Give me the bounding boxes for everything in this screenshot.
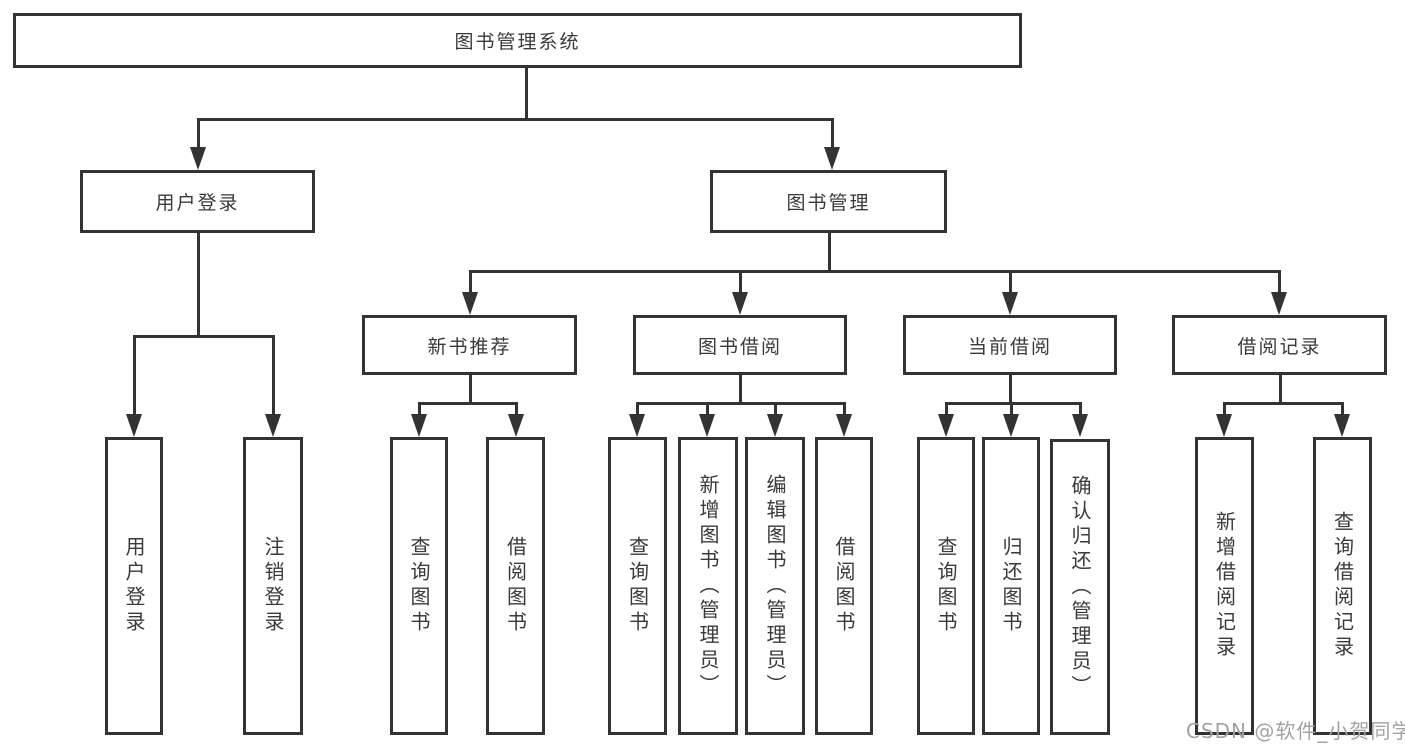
- leaf-return-books: 归还图书: [982, 437, 1040, 735]
- connector-root-stem: [525, 68, 528, 121]
- connector-drop-borrow-records: [1278, 270, 1281, 295]
- node-book-mgmt: 图书管理: [710, 170, 947, 233]
- arrow-down-icon: [824, 147, 840, 170]
- connector-drop-leaf: [1341, 402, 1344, 416]
- arrow-down-icon: [126, 414, 142, 437]
- connector-drop-book-mgmt: [831, 118, 834, 149]
- connector-level3-splitter: [469, 270, 1281, 273]
- arrow-down-icon: [1072, 414, 1088, 437]
- node-root-system: 图书管理系统: [13, 13, 1022, 68]
- connector-drop-user-login: [197, 118, 200, 149]
- arrow-down-icon: [1334, 414, 1350, 437]
- arrow-down-icon: [411, 414, 427, 437]
- arrow-down-icon: [836, 414, 852, 437]
- connector-drop-leaf: [1079, 402, 1082, 416]
- leaf-add-books-admin: 新增图书（管理员）: [678, 437, 738, 735]
- connector-user-login-stem: [197, 233, 200, 335]
- connector-drop-leaf: [706, 402, 709, 416]
- leaf-confirm-return-admin: 确认归还（管理员）: [1050, 439, 1110, 735]
- connector-groupD-stem: [1279, 375, 1282, 405]
- connector-groupC-stem: [1009, 375, 1012, 405]
- connector-groupD-splitter: [1223, 402, 1344, 405]
- node-new-book-rec: 新书推荐: [362, 315, 577, 375]
- leaf-query-books-current: 查询图书: [917, 437, 975, 735]
- node-book-borrow: 图书借阅: [633, 315, 847, 375]
- connector-groupA-splitter: [418, 402, 518, 405]
- arrow-down-icon: [1271, 292, 1287, 315]
- arrow-down-icon: [767, 414, 783, 437]
- arrow-down-icon: [190, 147, 206, 170]
- arrow-down-icon: [629, 414, 645, 437]
- connector-level2-splitter: [197, 118, 834, 121]
- arrow-down-icon: [1002, 292, 1018, 315]
- connector-drop-leaf: [774, 402, 777, 416]
- arrow-down-icon: [462, 292, 478, 315]
- leaf-query-books-rec: 查询图书: [390, 437, 448, 735]
- node-current-borrow: 当前借阅: [903, 315, 1117, 375]
- connector-groupC-splitter: [945, 402, 1082, 405]
- csdn-watermark: CSDN @软件_小贺同学: [1186, 719, 1405, 743]
- connector-drop-new-book-rec: [469, 270, 472, 295]
- arrow-down-icon: [699, 414, 715, 437]
- connector-drop-leaf: [515, 402, 518, 416]
- arrow-down-icon: [265, 414, 281, 437]
- connector-groupA-stem: [469, 375, 472, 405]
- connector-groupB-stem: [739, 375, 742, 405]
- connector-groupB-splitter: [636, 402, 846, 405]
- connector-drop-leaf: [1010, 402, 1013, 416]
- leaf-query-books-borrow: 查询图书: [608, 437, 667, 735]
- leaf-query-borrow-record: 查询借阅记录: [1313, 437, 1372, 735]
- arrow-down-icon: [1003, 414, 1019, 437]
- node-user-login: 用户登录: [80, 170, 315, 233]
- connector-drop-book-borrow: [739, 270, 742, 295]
- leaf-borrow-books: 借阅图书: [815, 437, 873, 735]
- arrow-down-icon: [938, 414, 954, 437]
- connector-drop-leaf: [636, 402, 639, 416]
- connector-drop-leaf: [843, 402, 846, 416]
- leaf-user-login: 用户登录: [105, 437, 163, 735]
- leaf-add-borrow-record: 新增借阅记录: [1195, 437, 1254, 735]
- node-borrow-records: 借阅记录: [1172, 315, 1387, 375]
- connector-user-login-splitter: [133, 335, 275, 338]
- connector-drop-leaf: [1223, 402, 1226, 416]
- connector-drop-leaf: [418, 402, 421, 416]
- connector-drop-leaf: [945, 402, 948, 416]
- arrow-down-icon: [508, 414, 524, 437]
- connector-book-mgmt-stem: [828, 233, 831, 273]
- leaf-edit-books-admin: 编辑图书（管理员）: [745, 437, 805, 735]
- connector-drop-current-borrow: [1009, 270, 1012, 295]
- leaf-borrow-books-rec: 借阅图书: [486, 437, 545, 735]
- connector-drop-leaf: [133, 335, 136, 415]
- arrow-down-icon: [732, 292, 748, 315]
- arrow-down-icon: [1216, 414, 1232, 437]
- connector-drop-leaf: [272, 335, 275, 415]
- leaf-logout: 注销登录: [243, 437, 303, 735]
